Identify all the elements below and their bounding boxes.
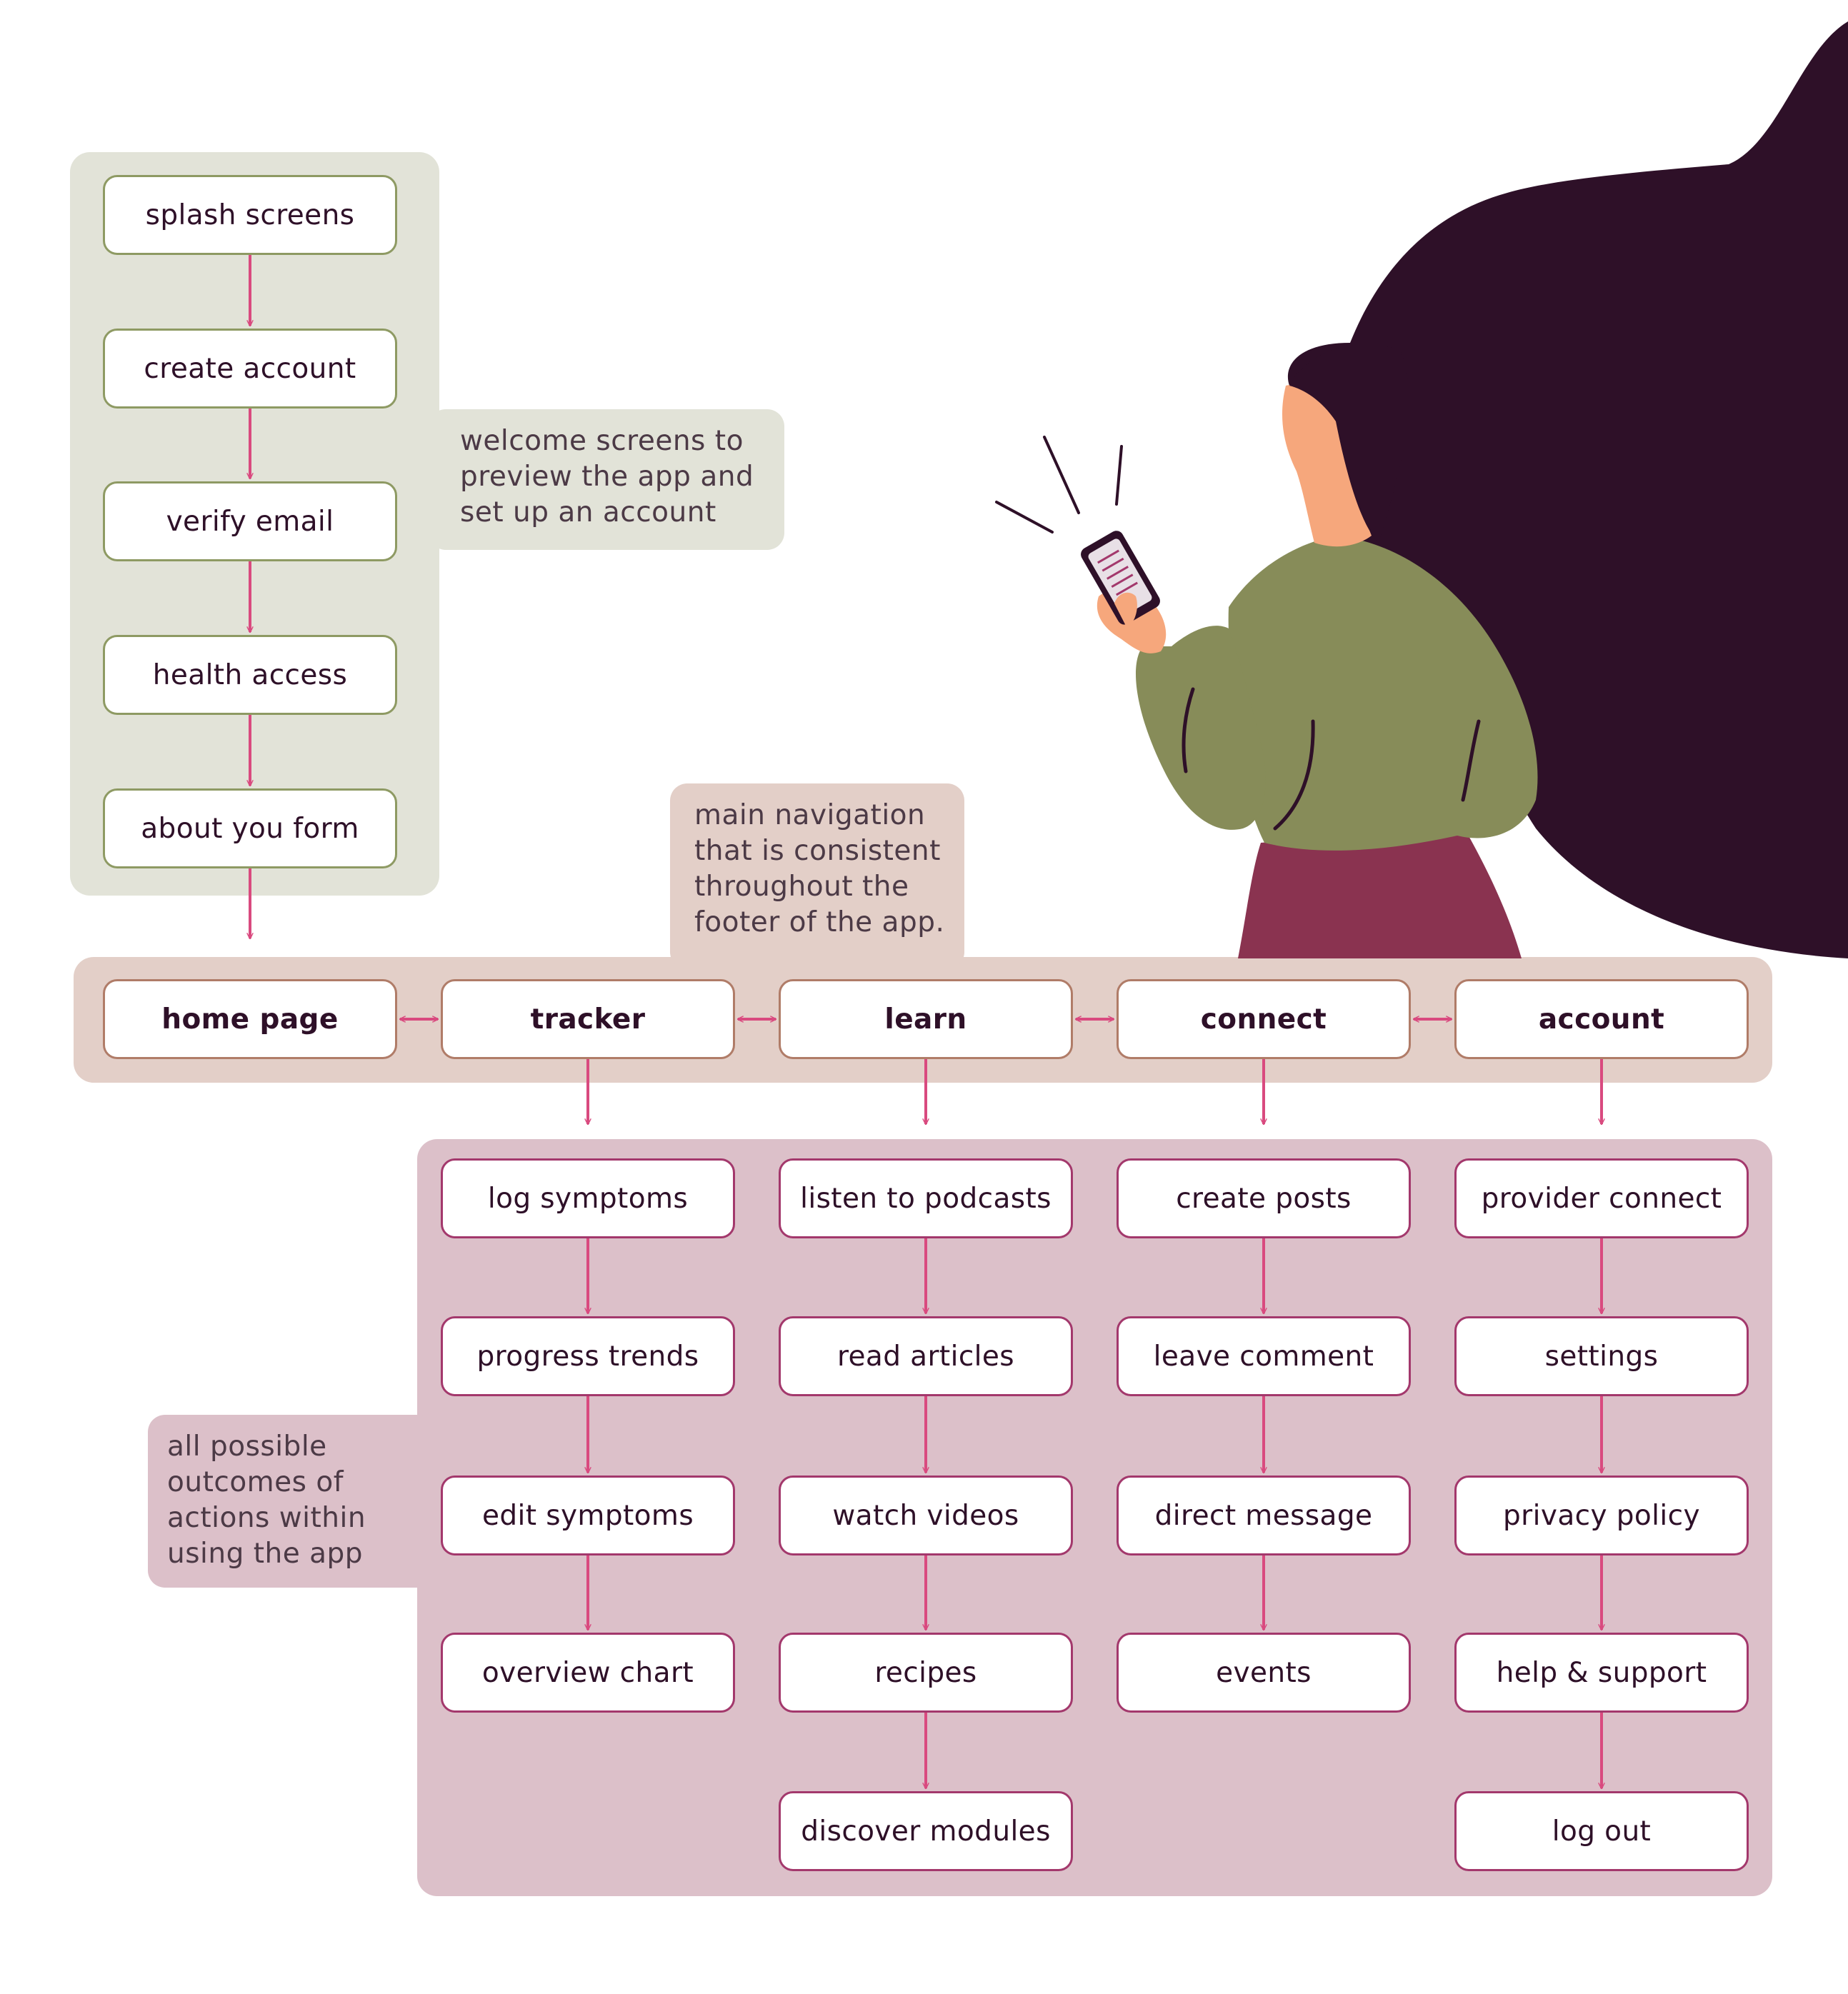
node-read-articles: read articles bbox=[779, 1316, 1073, 1396]
outcomes-note-line: all possible bbox=[167, 1431, 327, 1463]
hair-shape bbox=[1287, 21, 1848, 958]
nav-tracker: tracker bbox=[441, 979, 735, 1059]
sweater-torso bbox=[1228, 536, 1538, 851]
navigation-note: main navigation that is consistent throu… bbox=[670, 783, 964, 969]
nav-connect: connect bbox=[1117, 979, 1411, 1059]
node-provider-connect: provider connect bbox=[1454, 1158, 1749, 1238]
sweater-fold bbox=[1273, 719, 1315, 831]
hair-front bbox=[1289, 344, 1409, 543]
welcome-note-line: welcome screens to bbox=[460, 425, 744, 457]
node-watch-videos: watch videos bbox=[779, 1476, 1073, 1555]
outcomes-note: all possible outcomes of actions within … bbox=[148, 1415, 434, 1588]
node-recipes: recipes bbox=[779, 1633, 1073, 1713]
notification-line bbox=[1115, 445, 1123, 506]
navigation-note-line: that is consistent bbox=[694, 835, 941, 867]
node-direct-message: direct message bbox=[1117, 1476, 1411, 1555]
sweater-fold bbox=[1461, 719, 1481, 802]
sweater-arm bbox=[1136, 626, 1266, 830]
notification-line bbox=[995, 501, 1054, 533]
node-help-and-support: help & support bbox=[1454, 1633, 1749, 1713]
node-log-symptoms: log symptoms bbox=[441, 1158, 735, 1238]
skirt-shape bbox=[1238, 828, 1522, 958]
phone-icon bbox=[1081, 531, 1160, 625]
outcomes-note-line: actions within bbox=[167, 1502, 366, 1534]
sweater-fold bbox=[1182, 687, 1195, 773]
navigation-note-line: footer of the app. bbox=[694, 906, 945, 938]
node-verify-email: verify email bbox=[103, 481, 397, 561]
node-overview-chart: overview chart bbox=[441, 1633, 735, 1713]
node-listen-to-podcasts: listen to podcasts bbox=[779, 1158, 1073, 1238]
node-create-account: create account bbox=[103, 329, 397, 409]
node-about-you-form: about you form bbox=[103, 788, 397, 868]
node-log-out: log out bbox=[1454, 1791, 1749, 1871]
node-health-access: health access bbox=[103, 635, 397, 715]
navigation-note-line: main navigation bbox=[694, 799, 926, 831]
connector-layer bbox=[250, 255, 1602, 1788]
node-progress-trends: progress trends bbox=[441, 1316, 735, 1396]
node-discover-modules: discover modules bbox=[779, 1791, 1073, 1871]
node-events: events bbox=[1117, 1633, 1411, 1713]
nav-account: account bbox=[1454, 979, 1749, 1059]
navigation-note-line: throughout the bbox=[694, 871, 909, 903]
node-create-posts: create posts bbox=[1117, 1158, 1411, 1238]
node-edit-symptoms: edit symptoms bbox=[441, 1476, 735, 1555]
node-leave-comment: leave comment bbox=[1117, 1316, 1411, 1396]
outcomes-note-line: outcomes of bbox=[167, 1466, 344, 1498]
nav-learn: learn bbox=[779, 979, 1073, 1059]
welcome-note: welcome screens to preview the app and s… bbox=[429, 409, 784, 550]
nav-home-page: home page bbox=[103, 979, 397, 1059]
notification-line bbox=[1043, 436, 1080, 514]
welcome-note-line: preview the app and bbox=[460, 461, 754, 493]
node-privacy-policy: privacy policy bbox=[1454, 1476, 1749, 1555]
node-splash-screens: splash screens bbox=[103, 175, 397, 255]
welcome-note-line: set up an account bbox=[460, 496, 716, 528]
thumb-shape bbox=[1114, 592, 1137, 628]
outcomes-note-line: using the app bbox=[167, 1538, 364, 1570]
node-settings: settings bbox=[1454, 1316, 1749, 1396]
woman-illustration bbox=[995, 21, 1848, 958]
